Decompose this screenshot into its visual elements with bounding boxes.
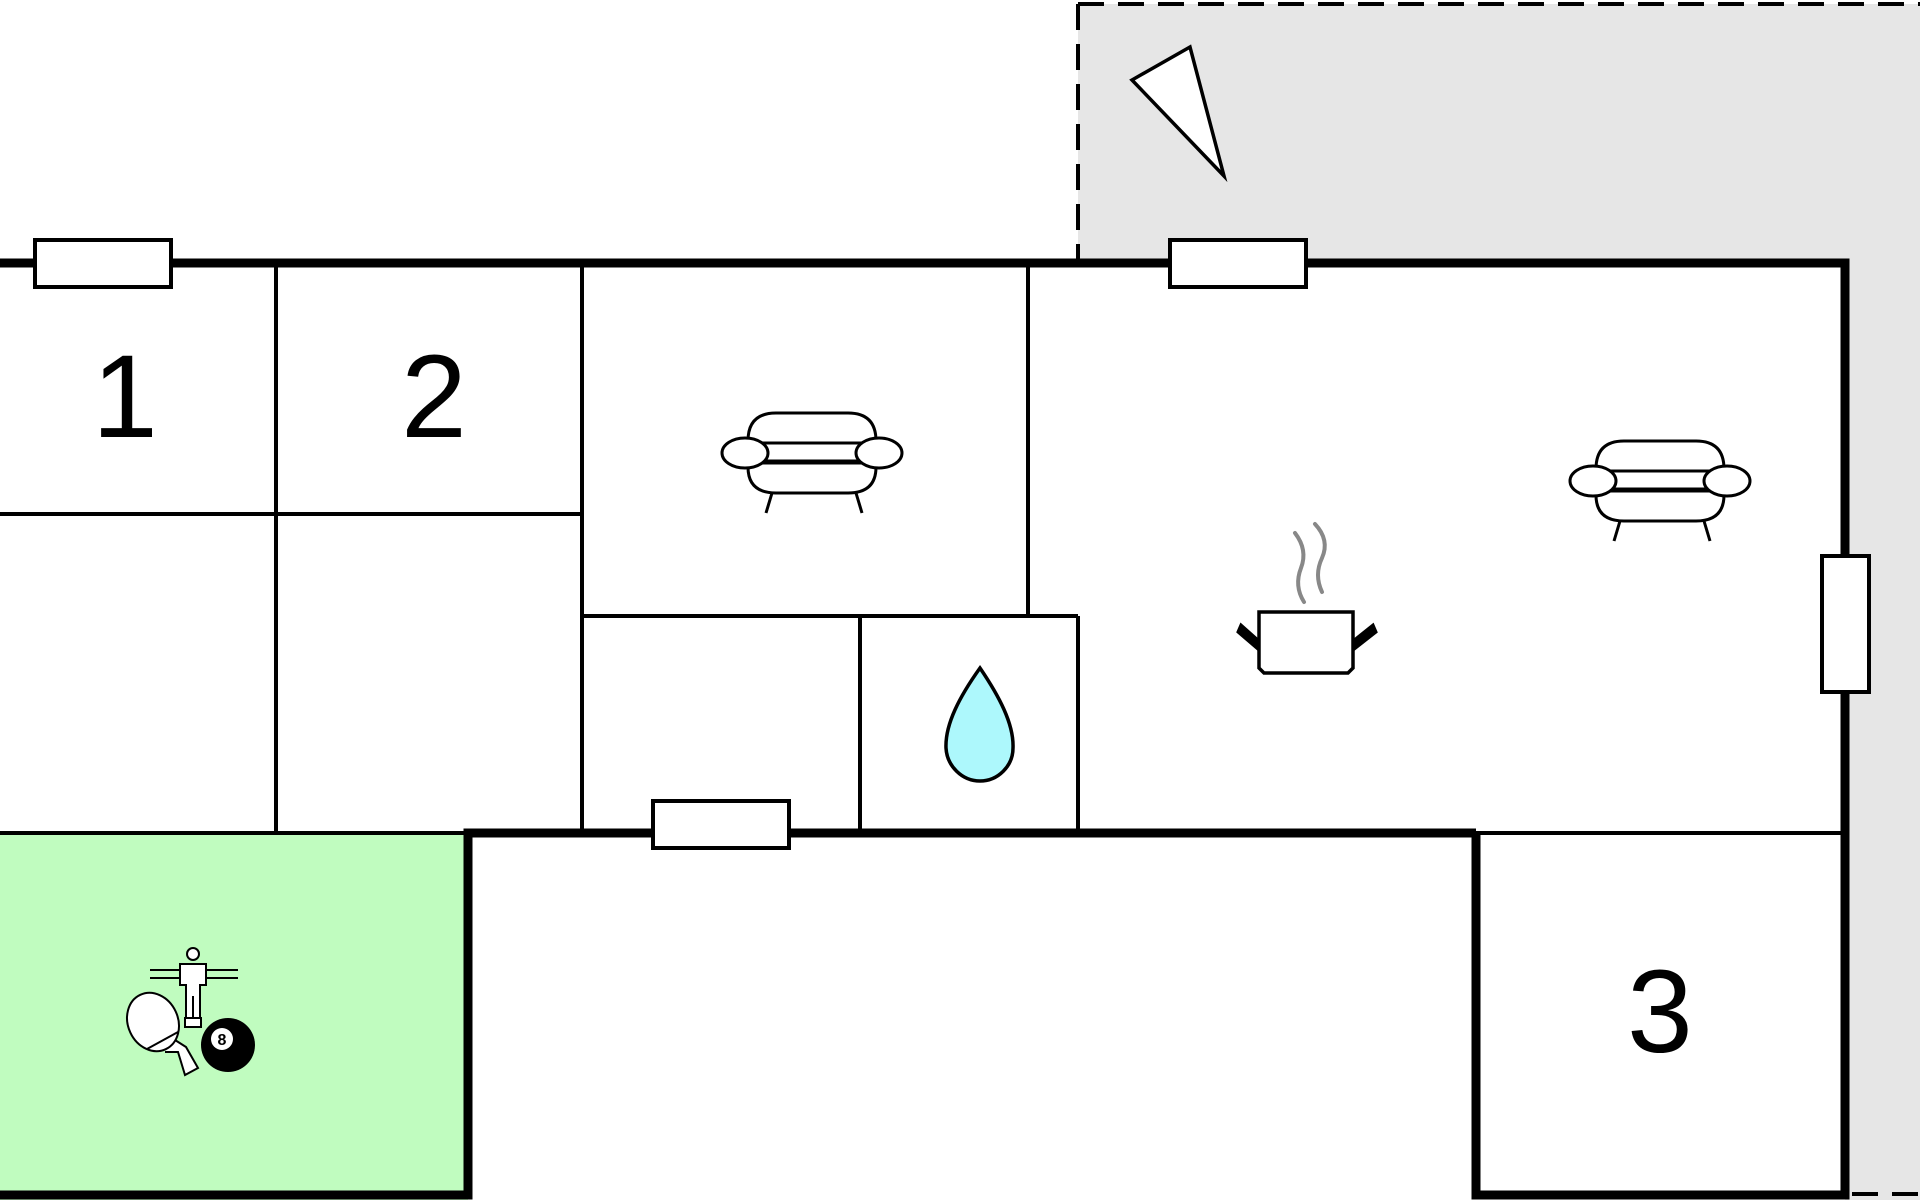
billiard-ball-icon: 8 <box>201 1018 255 1072</box>
outdoor-area <box>1076 2 1920 1200</box>
billiard-ball-number: 8 <box>218 1032 227 1049</box>
window <box>651 799 791 850</box>
sofa-icon <box>1568 439 1752 542</box>
cooking-pot-icon <box>1236 522 1378 675</box>
window <box>1820 554 1871 694</box>
north-arrow-icon <box>1129 44 1228 183</box>
sofa-icon <box>720 411 904 514</box>
windows <box>33 238 1871 850</box>
window <box>33 238 173 289</box>
foosball-icon <box>150 947 238 1028</box>
room-2-label: 2 <box>401 331 467 463</box>
room-3-label: 3 <box>1627 946 1693 1078</box>
interior-walls <box>0 263 1845 835</box>
room-1-label: 1 <box>92 331 158 463</box>
table-tennis-icon <box>126 991 200 1077</box>
games-room <box>0 833 468 1200</box>
window <box>1168 238 1308 289</box>
water-drop-icon <box>944 664 1015 783</box>
